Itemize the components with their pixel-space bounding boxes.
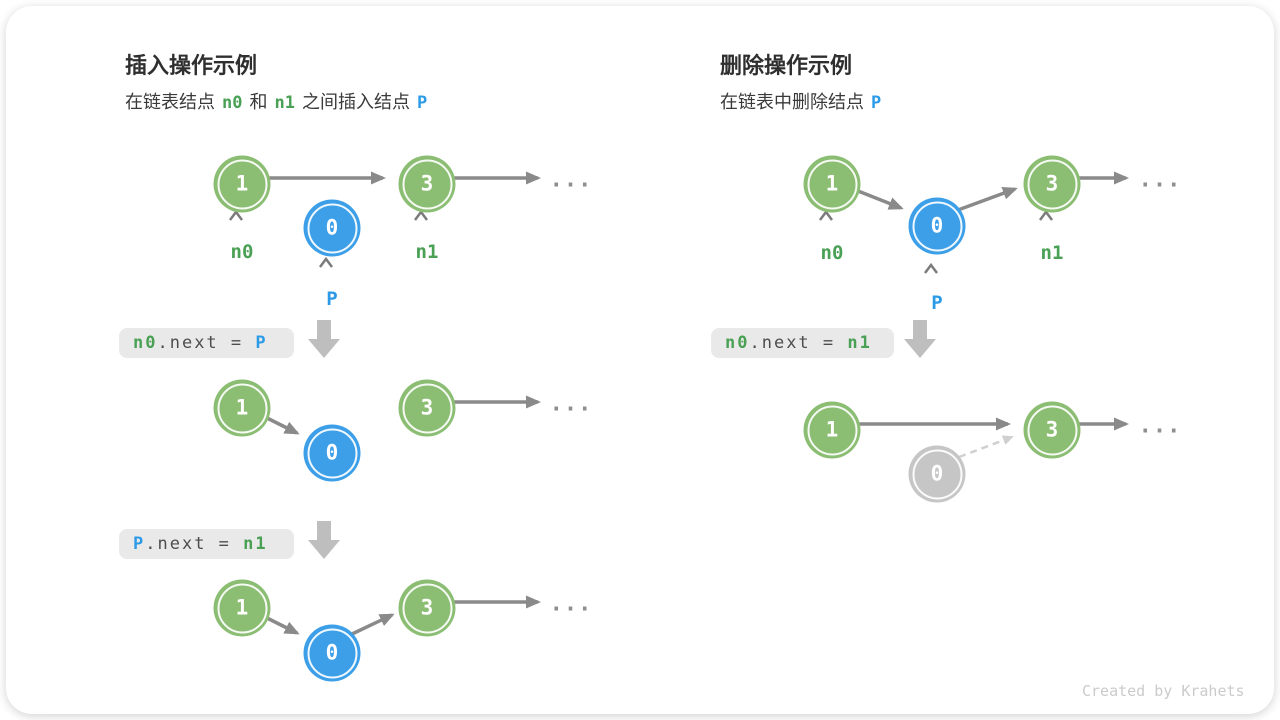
pointer-label-n1: n1 [1040, 242, 1064, 264]
pointer-label-p: P [326, 288, 338, 310]
node-p: 0 [303, 624, 361, 682]
code-lhs: n0 [725, 333, 750, 353]
caret-icon [1039, 209, 1053, 221]
node-value: 1 [825, 171, 839, 196]
label-p: P [416, 93, 428, 113]
step-down-arrow-icon [308, 521, 340, 559]
code-box-insert-step2: P.next = n1 [119, 529, 294, 559]
caret-icon [924, 262, 938, 274]
node-value: 1 [235, 171, 249, 196]
code-box-insert-step1: n0.next = P [119, 328, 294, 358]
node-value: 1 [825, 417, 839, 442]
node-n1: 3 [1023, 155, 1081, 213]
diagram-card: 插入操作示例 在链表结点 n0 和 n1 之间插入结点 P 1 0 3 ... n0 n1… [6, 6, 1274, 714]
label-n0: n0 [222, 93, 243, 113]
node-n0: 1 [213, 579, 271, 637]
subtitle-text: 在链表中删除结点 [720, 92, 864, 112]
node-n0: 1 [803, 155, 861, 213]
code-op: .next = [145, 534, 244, 554]
step-down-arrow-icon [904, 320, 936, 358]
node-value: 1 [235, 595, 249, 620]
insert-panel-subtitle: 在链表结点 n0 和 n1 之间插入结点 P [125, 88, 434, 114]
ellipsis: ... [549, 167, 593, 193]
node-n0: 1 [213, 155, 271, 213]
pointer-label-n1: n1 [415, 241, 439, 263]
dashed-arrow-removed-p-n1 [958, 435, 1014, 459]
node-n1: 3 [398, 155, 456, 213]
pointer-label-p: P [931, 292, 943, 314]
arrow-p-n1 [351, 613, 395, 636]
code-rhs: n1 [243, 534, 268, 554]
delete-panel-title: 删除操作示例 [720, 53, 853, 78]
node-n1: 3 [398, 379, 456, 437]
code-box-delete-step1: n0.next = n1 [711, 328, 894, 358]
node-p: 0 [303, 199, 361, 257]
code-rhs: n1 [847, 333, 872, 353]
ellipsis: ... [1138, 167, 1182, 193]
node-value: 0 [325, 640, 339, 665]
node-value: 3 [1045, 417, 1059, 442]
ellipsis: ... [549, 591, 593, 617]
code-op: .next = [157, 333, 256, 353]
node-value: 3 [420, 595, 434, 620]
code-lhs: P [133, 534, 146, 554]
node-value: 0 [325, 215, 339, 240]
insert-panel-title: 插入操作示例 [125, 53, 258, 78]
arrow-n0-p [852, 187, 904, 210]
node-value: 3 [420, 395, 434, 420]
node-n1: 3 [398, 579, 456, 637]
code-lhs: n0 [133, 333, 158, 353]
node-p: 0 [908, 197, 966, 255]
subtitle-text: 之间插入结点 [301, 92, 410, 112]
node-value: 3 [420, 171, 434, 196]
node-p-removed: 0 [908, 445, 966, 503]
arrow-p-n1 [957, 187, 1018, 212]
node-n0: 1 [803, 401, 861, 459]
ellipsis: ... [1138, 413, 1182, 439]
caret-icon [819, 209, 833, 221]
node-n1: 3 [1023, 401, 1081, 459]
pointer-label-n0: n0 [820, 242, 844, 264]
node-value: 0 [930, 461, 944, 486]
delete-panel-subtitle: 在链表中删除结点 P [720, 88, 888, 114]
node-value: 1 [235, 395, 249, 420]
subtitle-text: 和 [249, 92, 268, 112]
node-value: 0 [930, 213, 944, 238]
pointer-label-n0: n0 [230, 241, 254, 263]
ellipsis: ... [549, 391, 593, 417]
credit-text: Created by Krahets [1082, 682, 1245, 700]
code-op: .next = [749, 333, 848, 353]
caret-icon [414, 209, 428, 221]
label-p: P [871, 93, 882, 113]
caret-icon [319, 256, 333, 268]
node-value: 0 [325, 440, 339, 465]
label-n1: n1 [274, 93, 295, 113]
caret-icon [229, 209, 243, 221]
node-value: 3 [1045, 171, 1059, 196]
subtitle-text: 在链表结点 [125, 92, 215, 112]
code-rhs: P [255, 333, 268, 353]
step-down-arrow-icon [308, 320, 340, 358]
node-n0: 1 [213, 379, 271, 437]
node-p: 0 [303, 424, 361, 482]
